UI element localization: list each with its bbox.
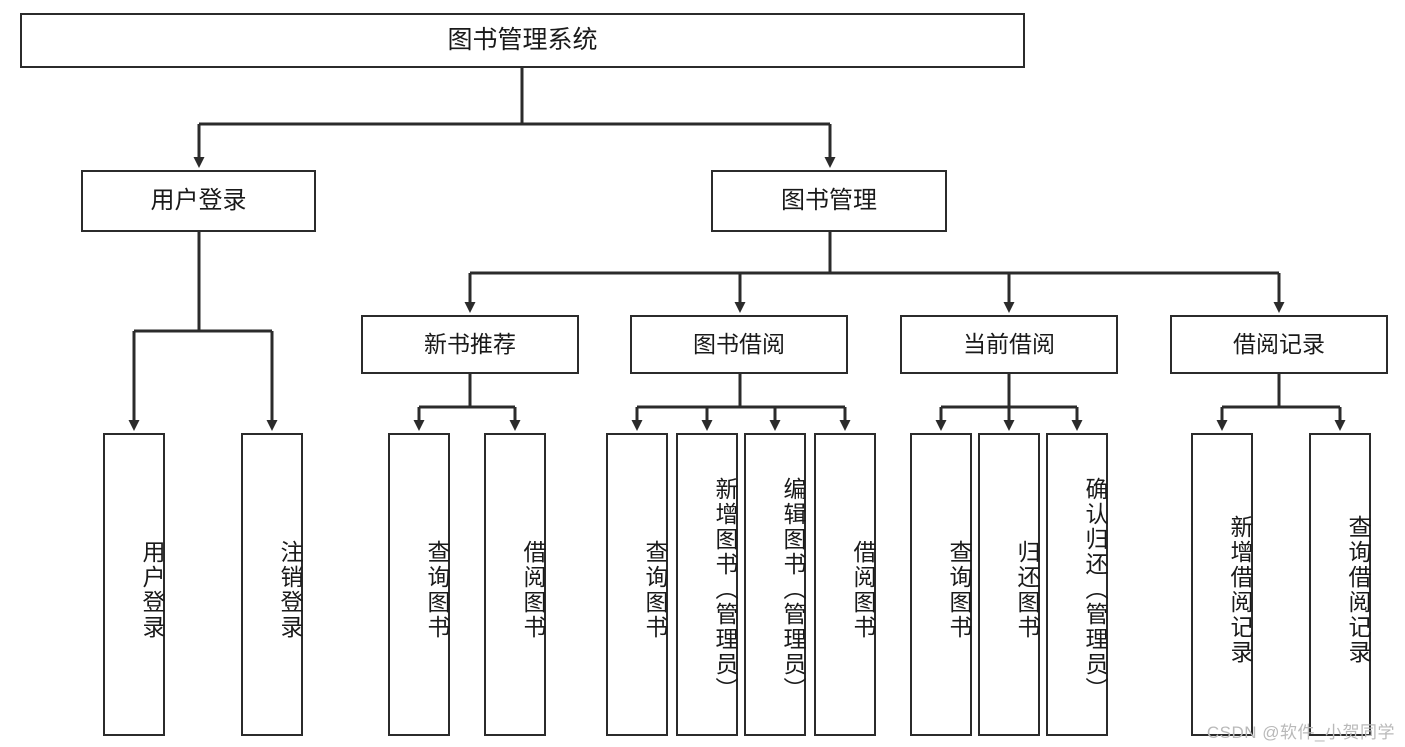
leaf-logout[interactable]: 注销登录 (241, 433, 303, 736)
leaf-label: 归还图书 (1014, 539, 1040, 640)
leaf-label: 新增图书（管理员） (712, 477, 738, 702)
leaf-borrow-book[interactable]: 借阅图书 (814, 433, 876, 736)
leaf-label: 查询图书 (642, 539, 668, 640)
watermark-text: CSDN @软件_小贺同学 (1206, 723, 1395, 742)
node-user-login[interactable]: 用户登录 (81, 170, 316, 232)
leaf-query-book-current[interactable]: 查询图书 (910, 433, 972, 736)
leaf-label: 借阅图书 (520, 539, 546, 640)
leaf-label: 查询借阅记录 (1345, 514, 1371, 665)
node-book-management[interactable]: 图书管理 (711, 170, 947, 232)
leaf-label: 借阅图书 (850, 539, 876, 640)
leaf-query-borrow-record[interactable]: 查询借阅记录 (1309, 433, 1371, 736)
leaf-add-book-admin[interactable]: 新增图书（管理员） (676, 433, 738, 736)
node-new-book-recommend[interactable]: 新书推荐 (361, 315, 579, 374)
leaf-edit-book-admin[interactable]: 编辑图书（管理员） (744, 433, 806, 736)
leaf-label: 查询图书 (424, 539, 450, 640)
leaf-query-book-borrow[interactable]: 查询图书 (606, 433, 668, 736)
leaf-confirm-return-admin[interactable]: 确认归还（管理员） (1046, 433, 1108, 736)
node-root-system[interactable]: 图书管理系统 (20, 13, 1025, 68)
leaf-label: 查询图书 (946, 539, 972, 640)
leaf-query-book-recommend[interactable]: 查询图书 (388, 433, 450, 736)
node-book-borrow[interactable]: 图书借阅 (630, 315, 848, 374)
node-borrow-record[interactable]: 借阅记录 (1170, 315, 1388, 374)
leaf-add-borrow-record[interactable]: 新增借阅记录 (1191, 433, 1253, 736)
leaf-label: 新增借阅记录 (1227, 514, 1253, 665)
leaf-label: 确认归还（管理员） (1082, 477, 1108, 702)
leaf-label: 注销登录 (277, 539, 303, 640)
leaf-label: 编辑图书（管理员） (780, 477, 806, 702)
node-current-borrow[interactable]: 当前借阅 (900, 315, 1118, 374)
leaf-return-book[interactable]: 归还图书 (978, 433, 1040, 736)
leaf-borrow-book-recommend[interactable]: 借阅图书 (484, 433, 546, 736)
leaf-user-login[interactable]: 用户登录 (103, 433, 165, 736)
leaf-label: 用户登录 (139, 539, 165, 640)
